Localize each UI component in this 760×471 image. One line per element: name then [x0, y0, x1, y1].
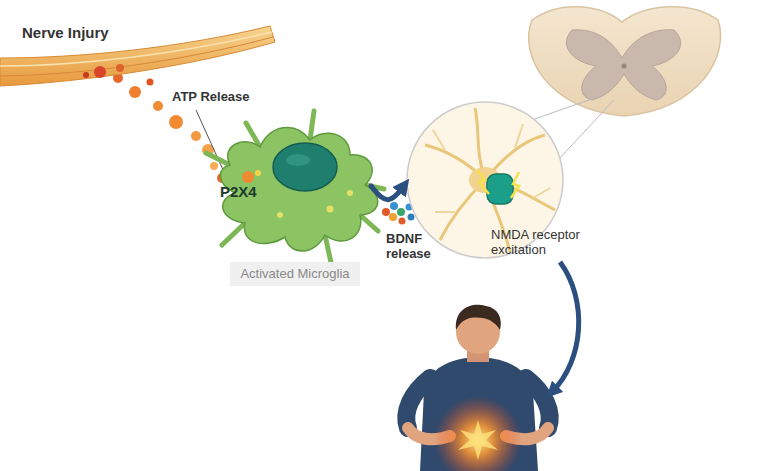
node-text: Activated Microglia: [230, 267, 360, 282]
droplet: [153, 101, 163, 111]
caption-box: Activated Microglia: [230, 262, 360, 286]
molecule: [399, 218, 406, 225]
person-back-pain: [406, 305, 549, 471]
droplet: [191, 131, 201, 141]
node-text: NMDA receptor excitation: [491, 228, 603, 258]
flow-arrow: [552, 262, 579, 392]
node-text: Nerve Injury: [22, 24, 109, 41]
annotation-label: ATP Release: [172, 90, 250, 105]
droplet: [169, 115, 183, 129]
leader-line: [196, 110, 224, 172]
spinal-cord-section: [529, 7, 721, 160]
sleeve: [406, 378, 430, 428]
nerve-fiber: Nerve Injury: [0, 18, 275, 98]
molecule: [382, 208, 390, 216]
edge-label: BDNF release: [386, 232, 438, 262]
droplet: [210, 162, 218, 170]
pain-burst: [458, 420, 498, 460]
bdnf-molecules: [382, 202, 415, 225]
node-text: P2X4: [220, 183, 257, 200]
molecule: [408, 214, 415, 221]
spinal-cord: [529, 7, 721, 116]
neuron-inset: NMDA receptor excitation: [405, 100, 565, 260]
molecule: [397, 208, 405, 216]
hair: [456, 305, 501, 330]
zoom-line: [532, 96, 600, 120]
microglia-cell: P2X4: [200, 105, 385, 275]
molecule: [389, 213, 397, 221]
droplet: [129, 86, 141, 98]
connector-arrow: [371, 184, 405, 200]
droplet: [147, 79, 154, 86]
central-canal: [622, 64, 627, 69]
molecule: [390, 202, 398, 210]
sleeve: [526, 378, 550, 428]
pain-glow: [434, 396, 522, 471]
grey-matter: [566, 30, 680, 100]
zoom-line: [558, 100, 614, 160]
